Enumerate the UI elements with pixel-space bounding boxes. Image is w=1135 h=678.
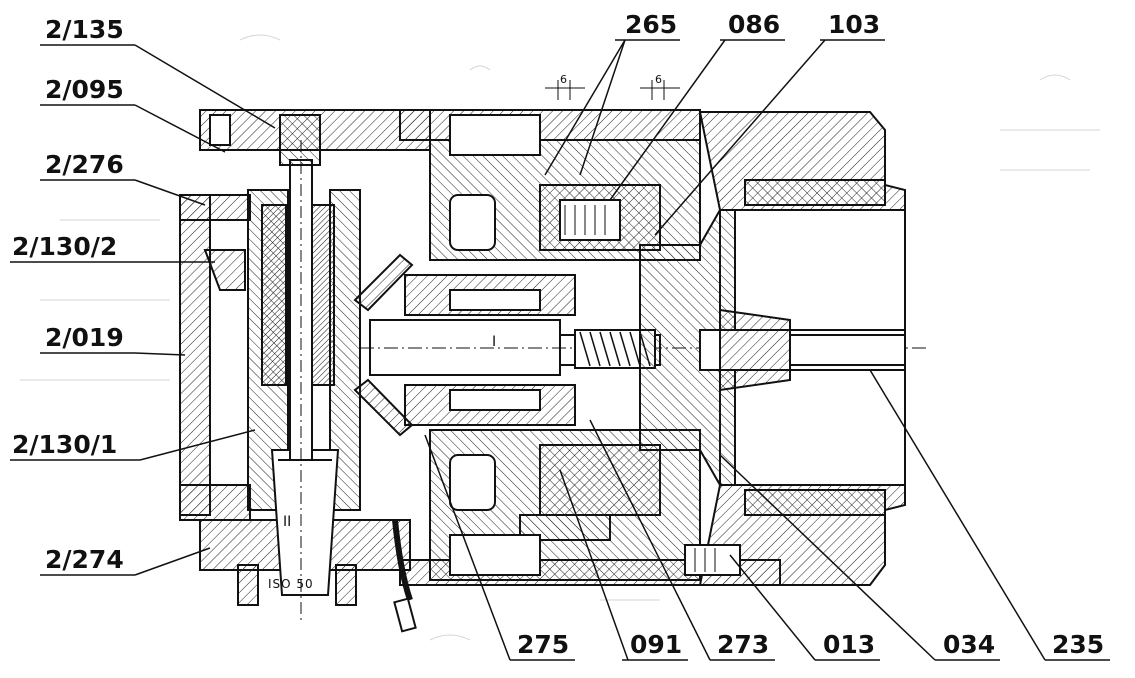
leader-lines <box>10 39 1110 661</box>
callout-2-274: 2/274 <box>45 545 124 574</box>
callout-275: 275 <box>517 630 570 659</box>
tool-cone-label: ISO 50 <box>268 577 314 591</box>
callout-235: 235 <box>1052 630 1105 659</box>
callout-265: 265 <box>625 10 678 39</box>
callout-2-095: 2/095 <box>45 75 124 104</box>
background-sketch <box>20 34 1100 641</box>
callout-091: 091 <box>630 630 683 659</box>
callout-2-130-1: 2/130/1 <box>12 430 118 459</box>
dimension-gap-right: 6 <box>655 73 662 86</box>
callout-034: 034 <box>943 630 996 659</box>
right-housing <box>639 111 906 586</box>
shaft-mark-main: I <box>492 334 497 350</box>
dimension-gap-left: 6 <box>560 73 567 86</box>
dimension-arrows <box>545 80 680 100</box>
callout-2-130-2: 2/130/2 <box>12 232 118 261</box>
callout-2-019: 2/019 <box>45 323 124 352</box>
callout-2-135: 2/135 <box>45 15 124 44</box>
callout-103: 103 <box>828 10 881 39</box>
callout-013: 013 <box>823 630 876 659</box>
shaft-mark-tool: II <box>283 514 292 530</box>
callout-273: 273 <box>717 630 770 659</box>
callout-2-276: 2/276 <box>45 150 124 179</box>
callout-086: 086 <box>728 10 781 39</box>
left-housing <box>179 109 431 633</box>
